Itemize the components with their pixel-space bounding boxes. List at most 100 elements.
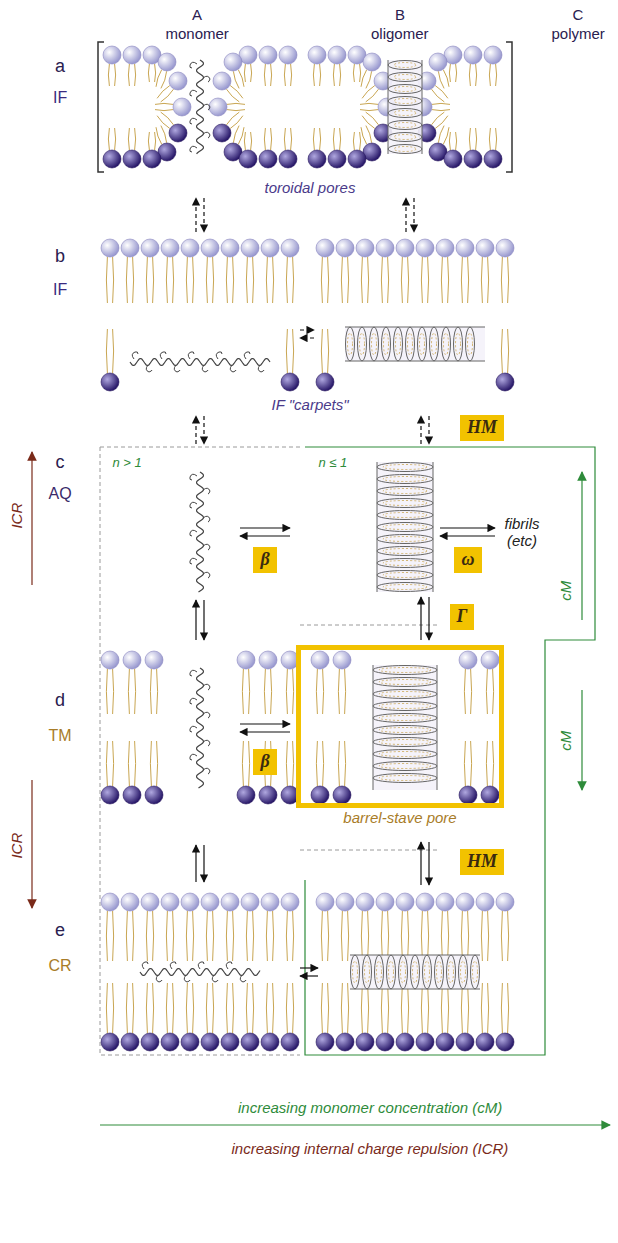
illustration-part (486, 669, 487, 714)
illustration-part (190, 754, 197, 760)
illustration-part (155, 110, 173, 111)
state-label: IF (53, 281, 67, 299)
illustration-part (441, 983, 442, 1033)
illustration-part (320, 64, 321, 86)
row-letter: d (55, 690, 65, 711)
illustration-part (488, 983, 489, 1033)
illustration-part (340, 128, 341, 150)
illustration-part (401, 911, 402, 961)
illustration-part (388, 60, 422, 154)
illustration-part (375, 955, 384, 989)
illustration-part (379, 668, 431, 673)
illustration-part (241, 1033, 259, 1051)
illustration-part (436, 239, 454, 257)
illustration-part (264, 128, 265, 150)
illustration-part (394, 87, 416, 92)
illustration-part (360, 132, 361, 150)
illustration-part (286, 911, 287, 961)
illustration-part (428, 983, 429, 1033)
illustration-part (421, 983, 422, 1033)
illustration-part (203, 712, 210, 718)
illustration-part (203, 516, 210, 522)
illustration-part (356, 239, 374, 257)
illustration-part (421, 911, 422, 961)
illustration-part (448, 911, 449, 961)
illustration-part (377, 523, 433, 532)
state-caption: fibrils (etc) (492, 515, 552, 550)
illustration-part (379, 776, 431, 781)
illustration-part (113, 983, 114, 1033)
illustration-part (227, 89, 240, 102)
illustration-part (436, 1033, 454, 1051)
illustration-part (376, 239, 394, 257)
illustration-part (484, 46, 502, 64)
illustration-part (279, 150, 297, 168)
illustration-part (388, 911, 389, 961)
illustration-part (203, 768, 210, 774)
illustration-part (476, 893, 494, 911)
illustration-part (377, 499, 433, 508)
illustration-part (481, 786, 499, 804)
illustration-part (469, 64, 470, 86)
illustration-part (140, 969, 260, 976)
illustration-part (284, 128, 285, 150)
symbol-text: β (260, 751, 269, 771)
illustration-part (240, 731, 290, 732)
state-caption: IF "carpets" (270, 396, 351, 413)
illustration-part (408, 911, 409, 961)
illustration-part (261, 1033, 279, 1051)
illustration-part (401, 961, 406, 983)
illustration-part (123, 651, 141, 669)
illustration-part (316, 373, 334, 391)
illustration-part (233, 911, 234, 961)
illustration-part (135, 128, 136, 150)
illustration-part (456, 132, 457, 150)
illustration-part (156, 70, 162, 87)
axis-label: ICR (8, 502, 25, 528)
illustration-part (459, 651, 477, 669)
illustration-part (373, 665, 437, 790)
illustration-part (372, 333, 377, 355)
illustration-part (381, 983, 382, 1033)
illustration-part (428, 597, 429, 640)
illustration-part (241, 239, 259, 257)
illustration-part (198, 962, 204, 969)
column-title: monomer (166, 25, 229, 42)
illustration-part (226, 983, 227, 1033)
illustration-part (443, 70, 449, 87)
illustration-part (206, 257, 207, 303)
illustration-part (281, 1033, 299, 1051)
illustration-part (443, 127, 449, 144)
illustration-part (438, 71, 444, 88)
illustration-part (203, 76, 210, 82)
illustration-part (363, 53, 381, 71)
illustration-part (373, 714, 437, 723)
illustration-part (121, 239, 139, 257)
illustration-part (281, 893, 299, 911)
illustration-part (394, 111, 416, 116)
illustration-part (146, 983, 147, 1033)
illustration-part (383, 501, 427, 506)
illustration-part (481, 651, 499, 669)
illustration-part (396, 1033, 414, 1051)
illustration-part (496, 893, 514, 911)
illustration-part (150, 741, 151, 786)
illustration-part (420, 416, 421, 444)
illustration-part (448, 983, 449, 1033)
illustration-part (481, 911, 482, 961)
illustration-part (381, 257, 382, 303)
illustration-part (384, 333, 389, 355)
illustration-part (181, 239, 199, 257)
symbol-box: β (253, 547, 276, 573)
illustration-part (101, 651, 119, 669)
illustration-part (153, 911, 154, 961)
illustration-part (408, 257, 409, 303)
illustration-part (286, 329, 287, 373)
illustration-part (203, 544, 210, 550)
illustration-part (430, 327, 439, 361)
illustration-part (368, 983, 369, 1033)
illustration-part (348, 333, 353, 355)
row-letter: a (55, 56, 65, 77)
illustration-part (160, 352, 166, 359)
illustration-part (405, 198, 406, 232)
